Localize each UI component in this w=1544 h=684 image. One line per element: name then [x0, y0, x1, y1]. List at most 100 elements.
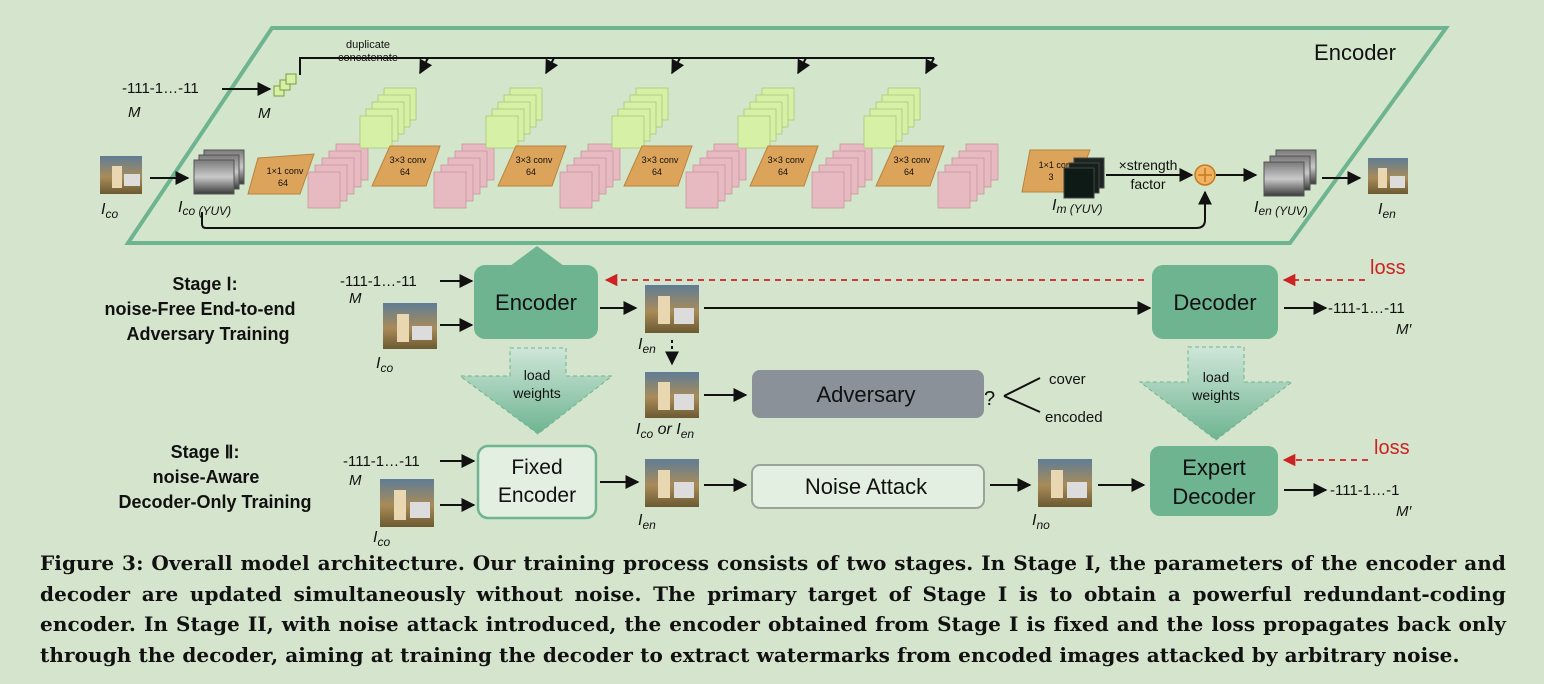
- encoder-message-symbol: M: [128, 104, 141, 121]
- strength-label-line2: factor: [1130, 176, 1165, 192]
- stage2-subtitle-2: Decoder-Only Training: [118, 492, 311, 512]
- stage1-encoded-label: Ien: [638, 336, 656, 356]
- duplicate-label: duplicate: [346, 39, 390, 51]
- conv-3x3-channels: 64: [400, 167, 410, 177]
- conv-3x3-label: 3×3 conv: [516, 155, 553, 165]
- adversary-choice-cover: cover: [1049, 371, 1086, 388]
- feature-map-stack: [307, 143, 369, 209]
- stage2-message-bits: -111-1…-11: [343, 453, 420, 470]
- conv-3x3-channels: 64: [652, 167, 662, 177]
- adversary-decision-fork: [1003, 377, 1041, 413]
- stage1-loss-label: loss: [1370, 257, 1406, 279]
- conv-block: 3×3 conv 64: [685, 87, 819, 209]
- svg-text:weights: weights: [512, 385, 560, 401]
- encoder-detail-plane: Encoder -111-1…-11 M M duplicate concate…: [100, 26, 1450, 245]
- conv-block: 3×3 conv 64: [307, 87, 441, 209]
- conv-3x3-label: 3×3 conv: [894, 155, 931, 165]
- stage2-encoded-label: Ien: [638, 512, 656, 532]
- duplicated-message-stack: [737, 87, 795, 149]
- feature-map-stack: [685, 143, 747, 209]
- svg-text:Expert: Expert: [1182, 455, 1246, 480]
- stage2-cover-thumbnail: [380, 479, 434, 527]
- stage1-cover-label: Ico: [376, 355, 393, 375]
- svg-text:64: 64: [278, 178, 288, 188]
- stage1: Stage Ⅰ: noise-Free End-to-end Adversary…: [104, 246, 1412, 441]
- stage1-title: Stage Ⅰ:: [172, 274, 237, 294]
- conv-3x3-label: 3×3 conv: [642, 155, 679, 165]
- stage1-subtitle-2: Adversary Training: [126, 324, 289, 344]
- stage1-output-bits: -111-1…-11: [1328, 300, 1405, 317]
- cover-yuv-stack: [193, 149, 245, 195]
- conv-1x1-first: 1×1 conv 64: [247, 153, 315, 195]
- fixed-encoder-module: Fixed Encoder: [476, 444, 598, 520]
- svg-text:Encoder: Encoder: [498, 484, 576, 507]
- svg-text:load: load: [524, 367, 550, 383]
- feature-map-stack: [811, 143, 873, 209]
- message-cube-symbol: M: [258, 105, 271, 122]
- stage2: Stage Ⅱ: noise-Aware Decoder-Only Traini…: [118, 437, 1412, 548]
- conv-3x3: 3×3 conv 64: [497, 145, 567, 187]
- strength-label-line1: ×strength: [1119, 157, 1178, 173]
- duplicate-arrow-3: [671, 57, 685, 75]
- stage1-subtitle-1: noise-Free End-to-end: [104, 299, 295, 319]
- conv-block: 3×3 conv 64: [559, 87, 693, 209]
- cover-image-label: Ico: [101, 201, 118, 221]
- svg-text:weights: weights: [1191, 387, 1239, 403]
- noise-attack-module: Noise Attack: [751, 464, 985, 509]
- duplicate-arrow-4: [797, 57, 811, 75]
- load-weights-left-arrow: load weights: [458, 347, 614, 435]
- encoded-image-thumbnail: [1368, 158, 1408, 194]
- svg-text:load: load: [1203, 369, 1229, 385]
- encoder-plane-border: [124, 26, 1450, 245]
- duplicated-message-stack: [863, 87, 921, 149]
- stage1-encoder-module: Encoder: [474, 246, 598, 339]
- conv-3x3-label: 3×3 conv: [768, 155, 805, 165]
- svg-text:Fixed: Fixed: [511, 456, 562, 479]
- stage1-output-symbol: M′: [1396, 321, 1412, 338]
- conv-3x3-channels: 64: [526, 167, 536, 177]
- duplicate-line: [299, 57, 934, 75]
- conv-block: 3×3 conv 64: [433, 87, 567, 209]
- conv-3x3-channels: 64: [904, 167, 914, 177]
- noised-image-label: Ino: [1032, 512, 1050, 532]
- stage2-subtitle-1: noise-Aware: [153, 467, 260, 487]
- feature-map-stack: [559, 143, 621, 209]
- adversary-module: Adversary: [752, 370, 984, 418]
- conv-3x3-label: 3×3 conv: [390, 155, 427, 165]
- conv-block: 3×3 conv 64: [811, 87, 945, 209]
- figure-caption: Figure 3: Overall model architecture. Ou…: [40, 551, 1506, 667]
- skip-connection: [201, 190, 1212, 229]
- conv-blocks: 3×3 conv 64 3×3 conv 64 3×3 conv 64 3×3 conv 64…: [307, 87, 999, 209]
- stage2-output-symbol: M′: [1396, 503, 1412, 520]
- sum-node-icon: [1194, 164, 1216, 186]
- stage1-encoded-thumbnail: [645, 285, 699, 333]
- adversary-choice-encoded: encoded: [1045, 409, 1103, 426]
- svg-text:1×1 conv: 1×1 conv: [1039, 160, 1076, 170]
- stage1-decoder-module: Decoder: [1152, 265, 1278, 339]
- duplicate-arrow-5: [925, 57, 939, 75]
- expert-decoder-module: Expert Decoder: [1150, 446, 1278, 516]
- message-cube-icon: [273, 73, 297, 97]
- feature-map-stack: [433, 143, 495, 209]
- conv-3x3-channels: 64: [778, 167, 788, 177]
- svg-text:3: 3: [1048, 172, 1053, 182]
- duplicate-arrow-1: [419, 57, 433, 75]
- svg-text:Encoder: Encoder: [495, 290, 577, 315]
- stage2-cover-label: Ico: [373, 529, 390, 548]
- conv-3x3: 3×3 conv 64: [623, 145, 693, 187]
- adversary-question-mark: ?: [984, 388, 995, 410]
- conv-3x3: 3×3 conv 64: [749, 145, 819, 187]
- encoded-yuv-label: Ien (YUV): [1254, 199, 1308, 218]
- svg-text:1×1 conv: 1×1 conv: [267, 166, 304, 176]
- svg-text:Decoder: Decoder: [1172, 484, 1255, 509]
- residual-stack: [1063, 157, 1105, 199]
- adversary-input-label: Ico or Ien: [636, 421, 694, 441]
- conv-3x3: 3×3 conv 64: [875, 145, 945, 187]
- cover-image-thumbnail: [100, 156, 142, 194]
- stage2-output-bits: -111-1…-1: [1330, 482, 1399, 499]
- stage2-encoded-thumbnail: [645, 459, 699, 507]
- residual-label: Im (YUV): [1052, 197, 1102, 216]
- duplicated-message-stack: [611, 87, 669, 149]
- stage2-message-symbol: M: [349, 472, 362, 489]
- svg-text:Adversary: Adversary: [816, 382, 915, 407]
